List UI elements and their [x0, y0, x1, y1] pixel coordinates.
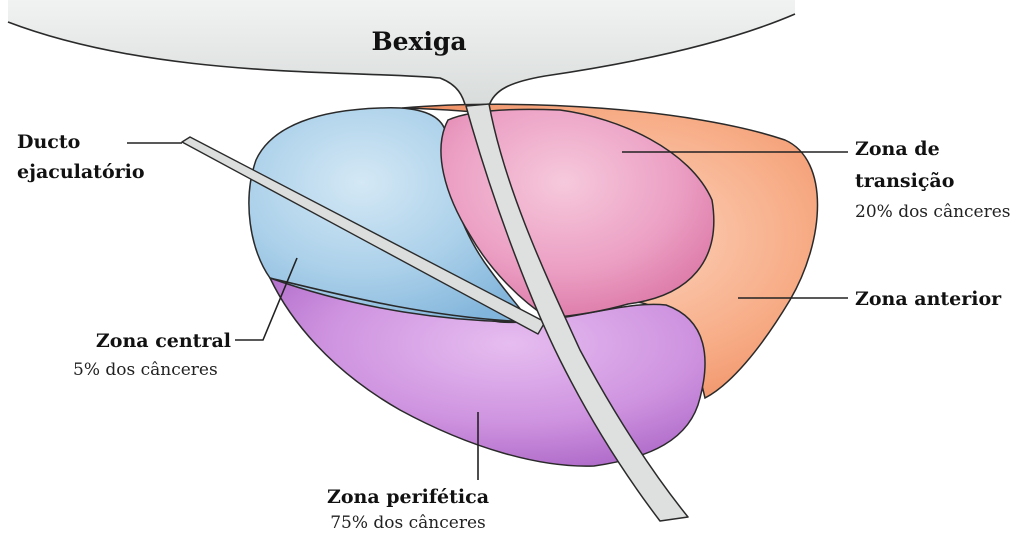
periferica-label: Zona perifética: [327, 486, 489, 508]
central-note: 5% dos cânceres: [73, 360, 218, 380]
ducto-label-line2: ejaculatório: [17, 161, 145, 183]
bladder-label: Bexiga: [371, 27, 466, 56]
transicao-label-line1: Zona de: [855, 138, 940, 160]
transicao-label-line2: transição: [855, 170, 954, 192]
periferica-note: 75% dos cânceres: [330, 513, 486, 533]
central-label: Zona central: [96, 330, 231, 352]
ducto-label-line1: Ducto: [17, 131, 80, 153]
transicao-note: 20% dos cânceres: [855, 202, 1011, 222]
anterior-label: Zona anterior: [855, 288, 1002, 310]
